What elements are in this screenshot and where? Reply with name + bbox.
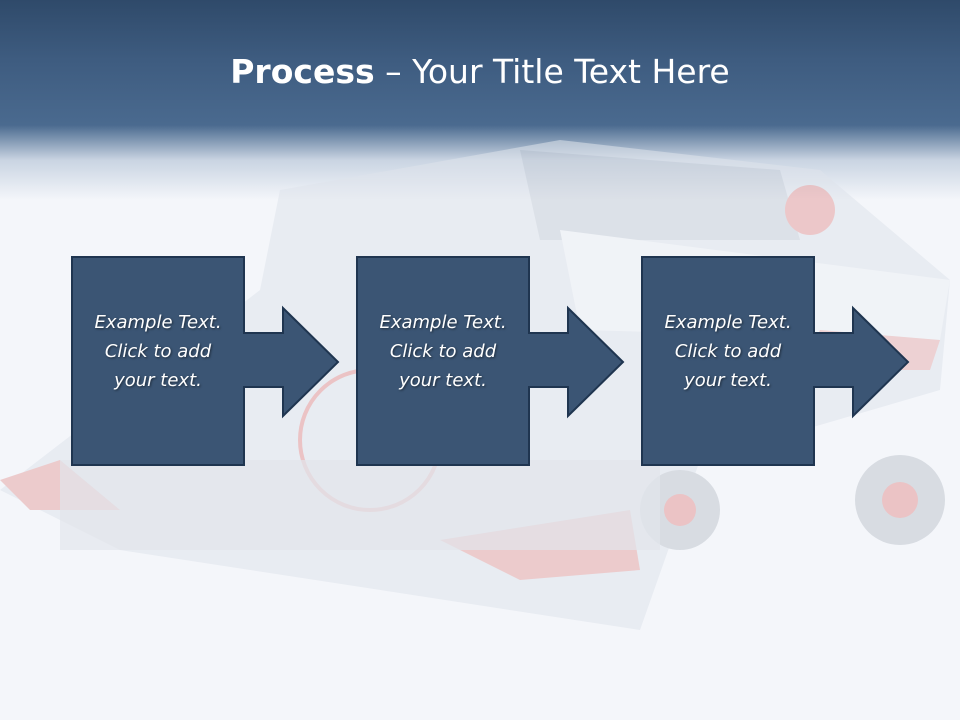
- step-line: Click to add: [104, 341, 212, 362]
- step-text[interactable]: Example Text. Click to add your text.: [72, 308, 244, 395]
- title-bold: Process: [230, 52, 375, 91]
- arrow-box-shape: [356, 256, 625, 466]
- step-line: Example Text.: [379, 312, 507, 333]
- step-line: your text.: [684, 370, 772, 391]
- step-line: Click to add: [389, 341, 497, 362]
- arrow-box-shape: [71, 256, 340, 466]
- arrow-box-shape: [641, 256, 910, 466]
- step-line: your text.: [114, 370, 202, 391]
- step-line: Click to add: [674, 341, 782, 362]
- step-line: Example Text.: [664, 312, 792, 333]
- process-step-1[interactable]: Example Text. Click to add your text.: [71, 256, 342, 468]
- step-line: Example Text.: [94, 312, 222, 333]
- step-text[interactable]: Example Text. Click to add your text.: [357, 308, 529, 395]
- process-step-3[interactable]: Example Text. Click to add your text.: [641, 256, 912, 468]
- step-line: your text.: [399, 370, 487, 391]
- process-step-2[interactable]: Example Text. Click to add your text.: [356, 256, 627, 468]
- step-text[interactable]: Example Text. Click to add your text.: [642, 308, 814, 395]
- slide-title[interactable]: Process – Your Title Text Here: [0, 52, 960, 91]
- title-rest: – Your Title Text Here: [374, 52, 730, 91]
